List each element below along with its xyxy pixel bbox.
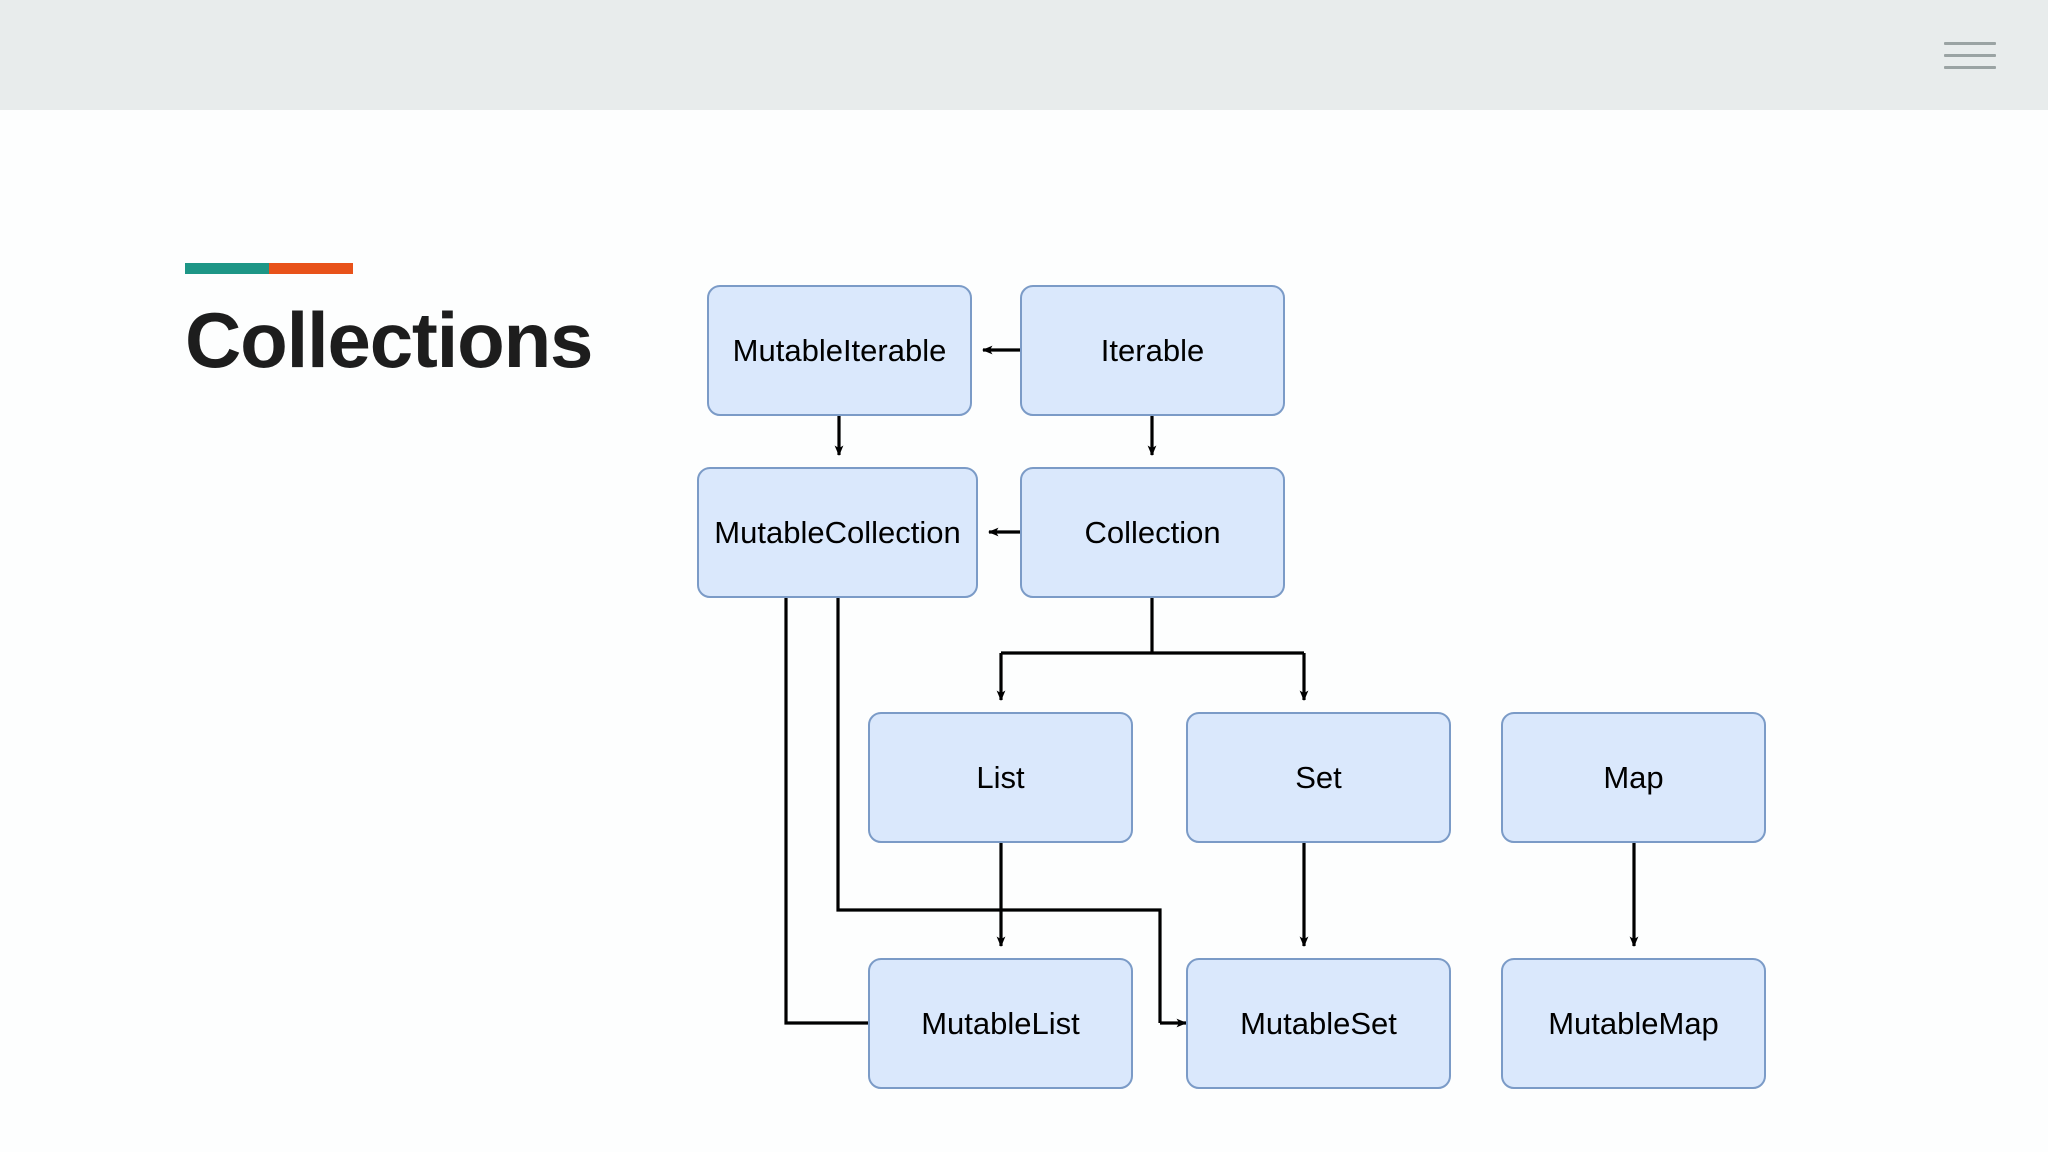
node-label: MutableMap <box>1548 1005 1719 1041</box>
node-label: MutableList <box>921 1005 1080 1041</box>
node-map[interactable]: Map <box>1501 712 1766 843</box>
node-iterable[interactable]: Iterable <box>1020 285 1285 416</box>
hamburger-line <box>1944 41 1996 45</box>
node-mutable-list[interactable]: MutableList <box>868 958 1133 1089</box>
accent-bar-teal-segment <box>185 263 269 274</box>
node-label: List <box>976 759 1025 795</box>
node-label: Iterable <box>1100 332 1205 368</box>
title-block: Collections <box>185 263 593 384</box>
node-mutable-collection[interactable]: MutableCollection <box>697 467 978 598</box>
top-app-bar <box>0 0 2048 110</box>
hamburger-menu-icon[interactable] <box>1944 34 1996 76</box>
node-label: Set <box>1295 759 1342 795</box>
node-label: Collection <box>1084 514 1221 550</box>
node-mutable-iterable[interactable]: MutableIterable <box>707 285 972 416</box>
edge-mutablecollection-to-mutableset <box>836 598 1162 1023</box>
accent-bar-orange-segment <box>269 263 353 274</box>
hamburger-line <box>1944 65 1996 69</box>
node-label: Map <box>1603 759 1664 795</box>
hamburger-line <box>1944 53 1996 57</box>
page-title: Collections <box>185 296 593 384</box>
node-label: MutableSet <box>1240 1005 1397 1041</box>
node-label: MutableIterable <box>732 332 947 368</box>
node-collection[interactable]: Collection <box>1020 467 1285 598</box>
node-label: MutableCollection <box>714 514 961 550</box>
accent-bar <box>185 263 353 274</box>
diagram-connectors <box>784 345 1639 1028</box>
node-mutable-set[interactable]: MutableSet <box>1186 958 1451 1089</box>
class-hierarchy-diagram: MutableIterable Iterable MutableCollecti… <box>0 110 2048 1152</box>
node-list[interactable]: List <box>868 712 1133 843</box>
node-set[interactable]: Set <box>1186 712 1451 843</box>
node-mutable-map[interactable]: MutableMap <box>1501 958 1766 1089</box>
edge-mutablecollection-to-mutablelist <box>784 598 868 1025</box>
